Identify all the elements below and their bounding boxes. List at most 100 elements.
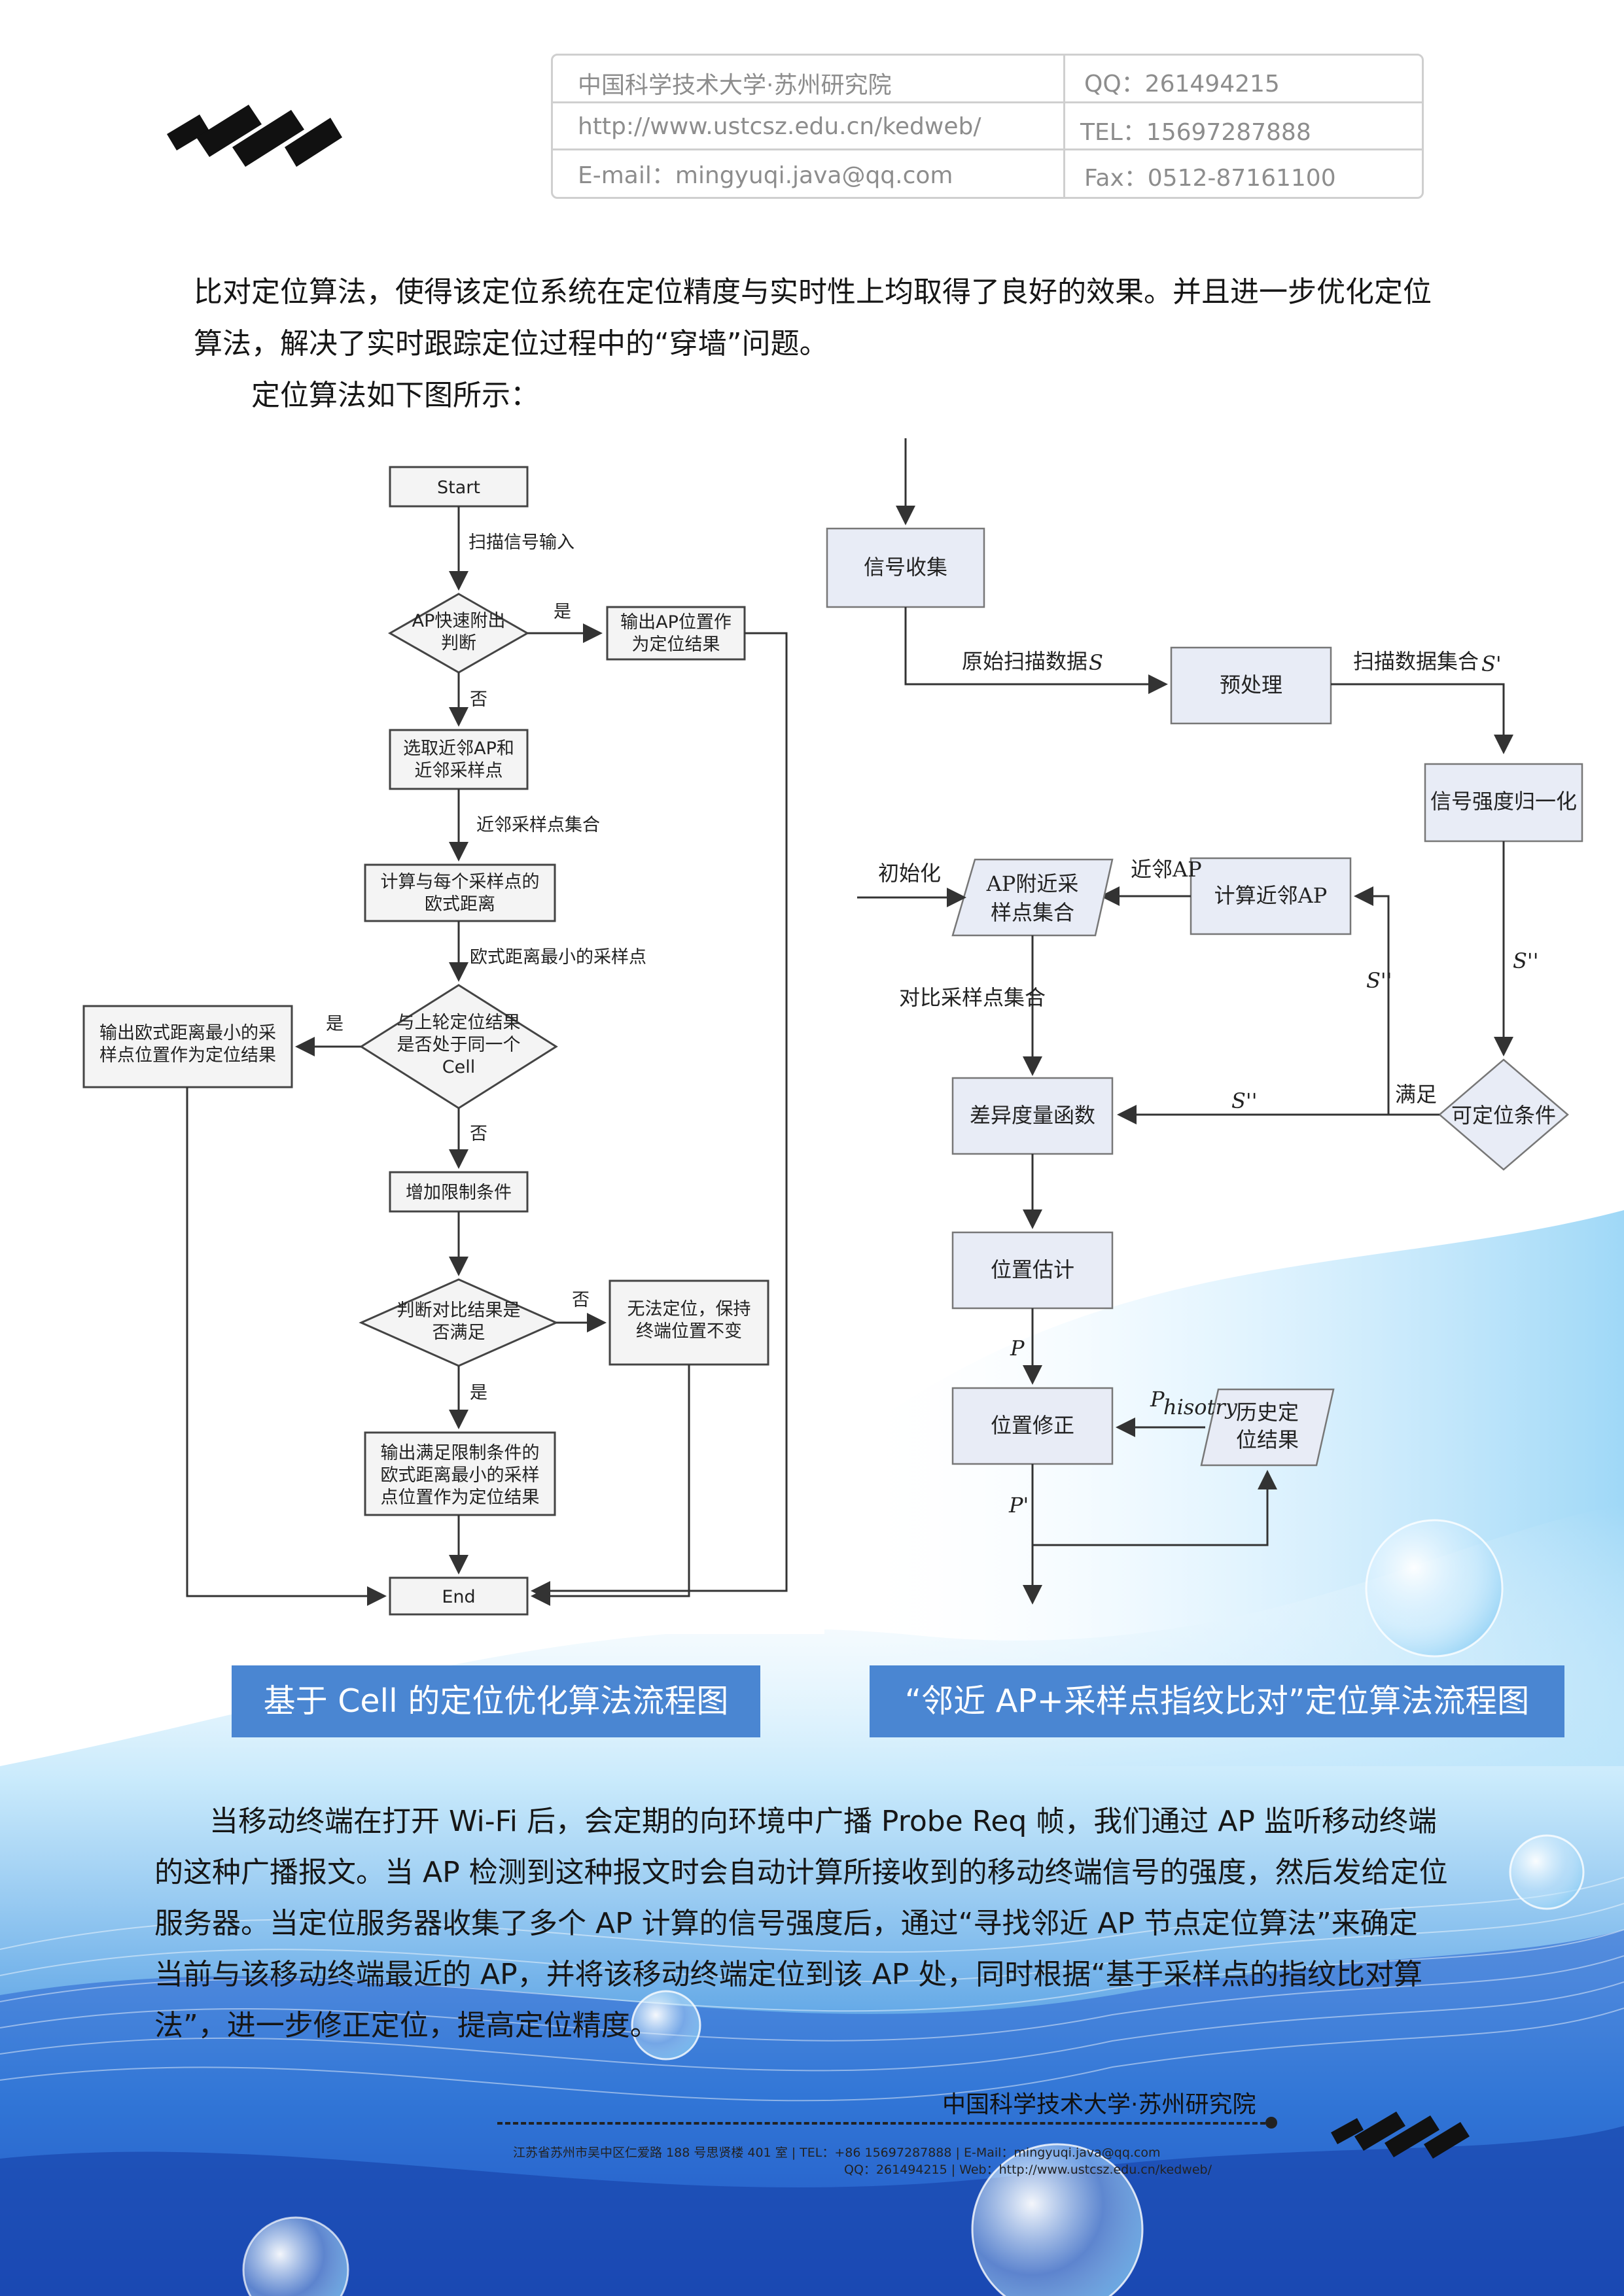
neighbor-set-label: 近邻采样点集合 bbox=[476, 815, 600, 835]
header-fax: Fax：0512-87161100 bbox=[1084, 165, 1336, 192]
output-final-text-2: 欧式距离最小的采样 bbox=[381, 1465, 540, 1486]
footer-divider-dot bbox=[1265, 2117, 1277, 2129]
header-tel: TEL：15697287888 bbox=[1080, 119, 1311, 146]
symbol-p: P bbox=[1010, 1336, 1025, 1361]
caption-right: “邻近 AP+采样点指纹比对”定位算法流程图 bbox=[870, 1665, 1564, 1737]
init-label: 初始化 bbox=[878, 861, 941, 886]
symbol-s-double-b: S'' bbox=[1366, 968, 1392, 993]
history-text-1: 历史定 bbox=[1236, 1400, 1299, 1425]
footer-divider bbox=[497, 2122, 1273, 2125]
same-cell-text-2: 是否处于同一个 bbox=[397, 1035, 521, 1055]
diff-func-text: 差异度量函数 bbox=[970, 1103, 1095, 1128]
body-line-3: 服务器。当定位服务器收集了多个 AP 计算的信号强度后，通过“寻找邻近 AP 节… bbox=[154, 1907, 1418, 1940]
calc-near-ap-node bbox=[1190, 857, 1352, 935]
body-line-4: 当前与该移动终端最近的 AP，并将该移动终端定位到该 AP 处，同时根据“基于采… bbox=[154, 1958, 1423, 1991]
calc-distance-node bbox=[364, 863, 556, 922]
output-ap-text-2: 为定位结果 bbox=[632, 635, 720, 655]
cannot-text-2: 终端位置不变 bbox=[636, 1321, 742, 1342]
output-ap-text-1: 输出AP位置作 bbox=[620, 612, 732, 633]
output-final-text-3: 点位置作为定位结果 bbox=[381, 1487, 540, 1508]
cannot-text-1: 无法定位，保持 bbox=[627, 1299, 751, 1319]
ap-near-text-2: 样点集合 bbox=[991, 900, 1074, 925]
symbol-s-prime: S' bbox=[1481, 652, 1502, 676]
start-label: Start bbox=[437, 478, 480, 498]
select-text-1: 选取近邻AP和 bbox=[403, 739, 514, 759]
footer-address: 江苏省苏州市吴中区仁爱路 188 号思贤楼 401 室 | TEL：+86 15… bbox=[513, 2146, 1161, 2160]
symbol-s-double-a: S'' bbox=[1513, 948, 1539, 973]
header-email[interactable]: E-mail：mingyuqi.java@qq.com bbox=[578, 162, 953, 189]
ap-near-sample-set-node bbox=[951, 858, 1114, 937]
normalize-text: 信号强度归一化 bbox=[1430, 789, 1577, 814]
satisfy-label: 满足 bbox=[1395, 1082, 1437, 1107]
intro-line-2: 算法，解决了实时跟踪定位过程中的“穿墙”问题。 bbox=[194, 327, 828, 360]
no-label-2: 否 bbox=[470, 1124, 487, 1144]
caption-left: 基于 Cell 的定位优化算法流程图 bbox=[232, 1665, 760, 1737]
ap-judge-text-2: 判断 bbox=[441, 633, 476, 653]
yes-label-3: 是 bbox=[470, 1383, 487, 1403]
neighbor-ap-label: 近邻AP bbox=[1131, 857, 1202, 882]
ap-near-text-1: AP附近采 bbox=[986, 871, 1079, 896]
no-label-1: 否 bbox=[470, 689, 487, 710]
min-point-label: 欧式距离最小的采样点 bbox=[470, 947, 646, 967]
cannot-locate-node bbox=[609, 1279, 769, 1366]
history-text-2: 位结果 bbox=[1236, 1427, 1299, 1452]
neighbor-ap-fingerprint-flowchart: 信号收集 原始扫描数据 S 预处理 扫描数据集合 S' 信号强度归一化 S'' … bbox=[826, 438, 1583, 1605]
contrast-set-label: 对比采样点集合 bbox=[899, 985, 1046, 1010]
footer-contact[interactable]: QQ：261494215 | Web：http://www.ustcsz.edu… bbox=[844, 2163, 1212, 2177]
signal-collect-node bbox=[826, 527, 985, 608]
normalize-node bbox=[1424, 763, 1583, 843]
pos-estimate-text: 位置估计 bbox=[991, 1257, 1074, 1282]
scan-input-label: 扫描信号输入 bbox=[468, 532, 574, 553]
calc-text-1: 计算与每个采样点的 bbox=[381, 872, 540, 892]
judge-text-1: 判断对比结果是 bbox=[397, 1300, 521, 1321]
footer-logo bbox=[1331, 2112, 1470, 2159]
output-ap-node bbox=[606, 606, 746, 661]
add-limit-text: 增加限制条件 bbox=[406, 1183, 512, 1203]
locatable-text: 可定位条件 bbox=[1451, 1103, 1556, 1128]
institute-logo bbox=[167, 105, 342, 167]
symbol-p-history-sub: hisotry bbox=[1163, 1395, 1238, 1419]
output-min-text-1: 输出欧式距离最小的采 bbox=[99, 1023, 276, 1043]
signal-collect-text: 信号收集 bbox=[864, 555, 947, 580]
header-qq: QQ：261494215 bbox=[1084, 71, 1280, 97]
footer-org: 中国科学技术大学·苏州研究院 bbox=[942, 2091, 1256, 2118]
preprocess-node bbox=[1170, 646, 1332, 725]
end-node bbox=[389, 1576, 529, 1616]
output-min-text-2: 样点位置作为定位结果 bbox=[99, 1045, 276, 1066]
end-label: End bbox=[442, 1587, 475, 1607]
raw-scan-label: 原始扫描数据 bbox=[962, 649, 1087, 674]
pos-fix-text: 位置修正 bbox=[991, 1413, 1074, 1438]
output-final-node bbox=[364, 1431, 556, 1516]
calc-near-ap-text: 计算近邻AP bbox=[1214, 883, 1328, 908]
cell-optimization-flowchart: Start 扫描信号输入 AP快速附出 判断 是 输出AP位置作 为定位结果 否… bbox=[77, 432, 824, 1634]
contact-info-table: 中国科学技术大学·苏州研究院 QQ：261494215 http://www.u… bbox=[551, 54, 1424, 199]
body-line-5: 法”，进一步修正定位，提高定位精度。 bbox=[154, 2009, 659, 2042]
symbol-s: S bbox=[1089, 650, 1103, 675]
scan-set-label: 扫描数据集合 bbox=[1353, 649, 1479, 674]
yes-label-1: 是 bbox=[554, 602, 571, 622]
select-text-2: 近邻采样点 bbox=[415, 761, 503, 781]
diff-func-node bbox=[951, 1077, 1114, 1155]
history-result-node bbox=[1200, 1388, 1335, 1467]
preprocess-text: 预处理 bbox=[1220, 672, 1282, 697]
same-cell-text-1: 与上轮定位结果 bbox=[397, 1013, 521, 1033]
select-neighbor-node bbox=[389, 729, 529, 790]
judge-text-2: 否满足 bbox=[432, 1323, 485, 1343]
intro-line-1: 比对定位算法，使得该定位系统在定位精度与实时性上均取得了良好的效果。并且进一步优… bbox=[194, 275, 1432, 309]
locatable-diamond bbox=[1438, 1058, 1569, 1171]
pos-estimate-node bbox=[951, 1231, 1114, 1310]
body-line-2: 的这种广播报文。当 AP 检测到这种报文时会自动计算所接收到的移动终端信号的强度… bbox=[154, 1856, 1448, 1889]
no-label-3: 否 bbox=[572, 1290, 590, 1310]
calc-text-2: 欧式距离 bbox=[425, 894, 495, 914]
symbol-p-prime: P' bbox=[1008, 1493, 1029, 1518]
header-org: 中国科学技术大学·苏州研究院 bbox=[578, 72, 892, 99]
ap-judge-text-1: AP快速附出 bbox=[412, 611, 506, 631]
symbol-p-history: P bbox=[1150, 1387, 1165, 1412]
body-line-1: 当移动终端在打开 Wi-Fi 后，会定期的向环境中广播 Probe Req 帧，… bbox=[209, 1805, 1437, 1838]
header-url[interactable]: http://www.ustcsz.edu.cn/kedweb/ bbox=[578, 113, 981, 140]
start-node bbox=[389, 466, 529, 508]
yes-label-2: 是 bbox=[326, 1014, 344, 1034]
output-min-node bbox=[82, 1005, 293, 1088]
output-final-text-1: 输出满足限制条件的 bbox=[381, 1443, 540, 1463]
intro-line-3: 定位算法如下图所示： bbox=[251, 379, 539, 412]
